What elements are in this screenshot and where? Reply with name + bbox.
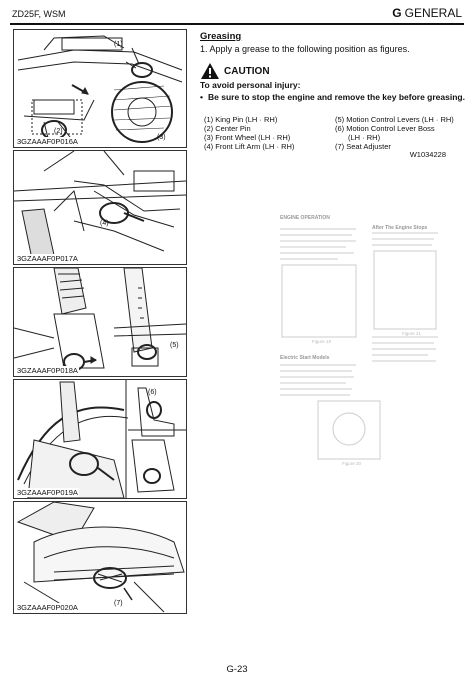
ghost-heading: Electric Start Models [280,355,330,361]
callout-4: (4) [100,220,109,227]
callout-5: (5) [170,342,179,349]
section-title: Greasing [200,31,242,42]
figure-caption: 3GZAAAF0P016A [16,137,79,146]
part-item: (2) Center Pin [204,124,251,133]
step-1: 1. Apply a grease to the following posit… [200,44,410,54]
warning-bullet: • [200,92,203,102]
figure-lever-boss: (6) 3GZAAAF0P019A [13,379,187,499]
callout-2: (2) [54,128,63,135]
figure-front-lift-arm: (4) 3GZAAAF0P017A [13,150,187,265]
callout-7: (7) [114,600,123,607]
header-model: ZD25F, WSM [12,9,66,19]
callout-6: (6) [148,389,157,396]
motion-lever-illustration [14,268,186,371]
part-item: (7) Seat Adjuster [335,142,391,151]
header-rule [10,23,464,25]
part-item: (1) King Pin (LH · RH) [204,115,278,124]
document-code: W1034228 [409,150,446,159]
figure-caption: 3GZAAAF0P018A [16,366,79,375]
bleed-through-page: ENGINE OPERATION After The Engine Stops … [266,215,446,475]
callout-1: (1) [114,41,123,48]
mower-front-illustration [17,35,183,143]
warning-text: • Be sure to stop the engine and remove … [200,91,466,103]
seat-adjuster-illustration [16,502,185,613]
lift-arm-illustration [14,151,186,260]
ghost-lines [280,228,438,460]
caution-box: CAUTION [200,62,270,80]
section-title: GENERAL [404,6,462,20]
figure-caption: 3GZAAAF0P020A [16,603,79,612]
figure-caption: 3GZAAAF0P017A [16,254,79,263]
ghost-heading: After The Engine Stops [372,225,428,231]
figure-caption: 3GZAAAF0P019A [16,488,79,497]
part-item: (3) Front Wheel (LH · RH) [204,133,291,142]
warning-body: Be sure to stop the engine and remove th… [208,92,465,102]
ghost-fig19: Figure 19 [312,339,332,344]
figure-seat-adjuster: (7) 3GZAAAF0P020A [13,501,187,614]
ghost-fig21: Figure 21 [402,331,422,336]
page-number: G-23 [226,664,248,675]
part-item: (4) Front Lift Arm (LH · RH) [204,142,295,151]
part-item: (5) Motion Control Levers (LH · RH) [335,115,454,124]
caution-label: CAUTION [224,65,270,77]
callout-3: (3) [157,134,166,141]
warning-triangle-icon [201,63,219,79]
part-item: (LH · RH) [348,133,381,142]
part-item: (6) Motion Control Lever Boss [335,124,435,133]
lever-boss-illustration [17,380,186,498]
ghost-fig20: Figure 20 [342,461,362,466]
section-letter: G [392,6,402,20]
warning-heading: To avoid personal injury: [200,80,301,90]
figure-motion-control-levers: (5) 3GZAAAF0P018A [13,267,187,377]
figure-king-pin: (1) (2) (3) 3GZAAAF0P016A [13,29,187,148]
ghost-heading: ENGINE OPERATION [280,215,330,221]
